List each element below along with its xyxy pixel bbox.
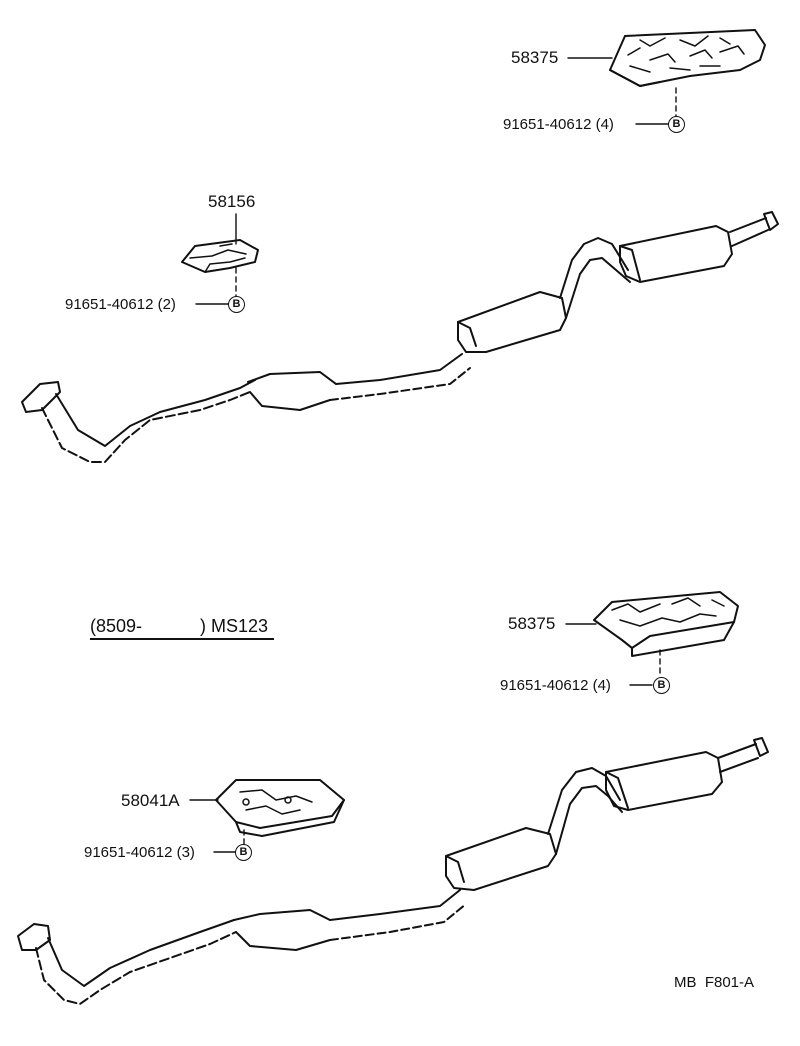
b-badge-icon: B [228, 296, 245, 313]
b-badge-icon: B [653, 677, 670, 694]
part-number-58041A: 58041A [121, 791, 180, 810]
b-badge-icon: B [668, 116, 685, 133]
exhaust-pipe-upper [21, 211, 779, 463]
b-badge-icon: B [235, 844, 252, 861]
heat-insulator-58156 [181, 239, 259, 273]
variant-underline [90, 638, 274, 640]
figure-code: MB F801-A [674, 974, 755, 991]
part-number-58156: 58156 [208, 192, 256, 211]
variant-model-code: ) MS123 [200, 616, 269, 636]
bolt-number-rear-upper: 91651-40612 (4) [503, 116, 614, 133]
exhaust-pipe-lower [17, 737, 769, 1005]
variant-date-code: (8509- [90, 616, 143, 636]
part-number-58375-lower: 58375 [508, 614, 556, 633]
bolt-number-center-lower: 91651-40612 (3) [84, 844, 195, 861]
part-number-58375-upper: 58375 [511, 48, 559, 67]
heat-insulator-58375-upper [609, 29, 766, 87]
bolt-number-rear-lower: 91651-40612 (4) [500, 677, 611, 694]
heat-insulator-58375-lower [593, 591, 739, 657]
bolt-number-front-upper: 91651-40612 (2) [65, 296, 176, 313]
heat-insulator-58041A [215, 779, 345, 837]
